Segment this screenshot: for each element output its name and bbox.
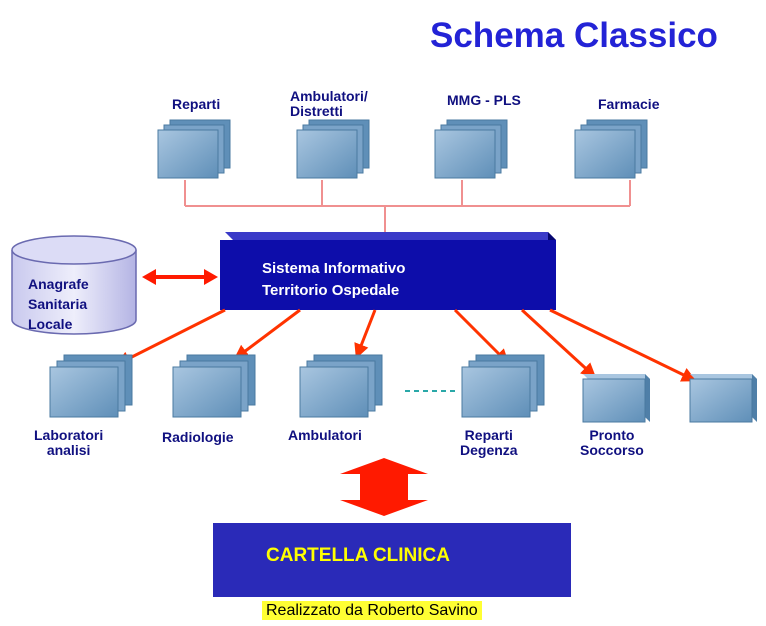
label-radiologie: Radiologie <box>162 429 234 445</box>
label-ambulatori-distretti: Ambulatori/ Distretti <box>290 88 368 119</box>
server-stack-ambulatori <box>299 354 383 418</box>
registry-database-icon <box>11 235 137 335</box>
server-stack-reparti-degenza <box>461 354 545 418</box>
server-stack-mmg-pls <box>434 119 508 179</box>
server-pronto-soccorso <box>582 374 650 423</box>
central-system-label: Sistema Informativo Territorio Ospedale <box>262 260 406 299</box>
server-stack-laboratori-analisi <box>49 354 133 418</box>
label-pronto-soccorso: Pronto Soccorso <box>580 427 644 458</box>
credit-text: Realizzato da Roberto Savino <box>262 601 482 620</box>
server-stack-ambulatori-distretti <box>296 119 370 179</box>
clinical-record-label: CARTELLA CLINICA <box>266 545 450 566</box>
registry-label: Anagrafe Sanitaria Locale <box>28 276 89 332</box>
label-farmacie: Farmacie <box>598 96 660 112</box>
label-ambulatori: Ambulatori <box>288 427 362 443</box>
server-stack-farmacie <box>574 119 648 179</box>
label-laboratori-analisi: Laboratori analisi <box>34 427 104 458</box>
clinical-record-box <box>213 523 571 597</box>
double-arrow-to-cartella <box>340 458 428 516</box>
fanout-arrows <box>115 308 697 382</box>
server-unlabeled <box>689 374 757 423</box>
label-mmg-pls: MMG - PLS <box>447 92 521 108</box>
label-reparti-degenza: Reparti Degenza <box>460 427 518 458</box>
label-reparti: Reparti <box>172 96 221 112</box>
server-stack-reparti <box>157 119 231 179</box>
server-stack-radiologie <box>172 354 256 418</box>
registry-link-arrow <box>142 269 218 285</box>
page-title: Schema Classico <box>430 16 718 55</box>
central-system-box <box>220 232 556 310</box>
top-connector-lines <box>184 180 631 232</box>
